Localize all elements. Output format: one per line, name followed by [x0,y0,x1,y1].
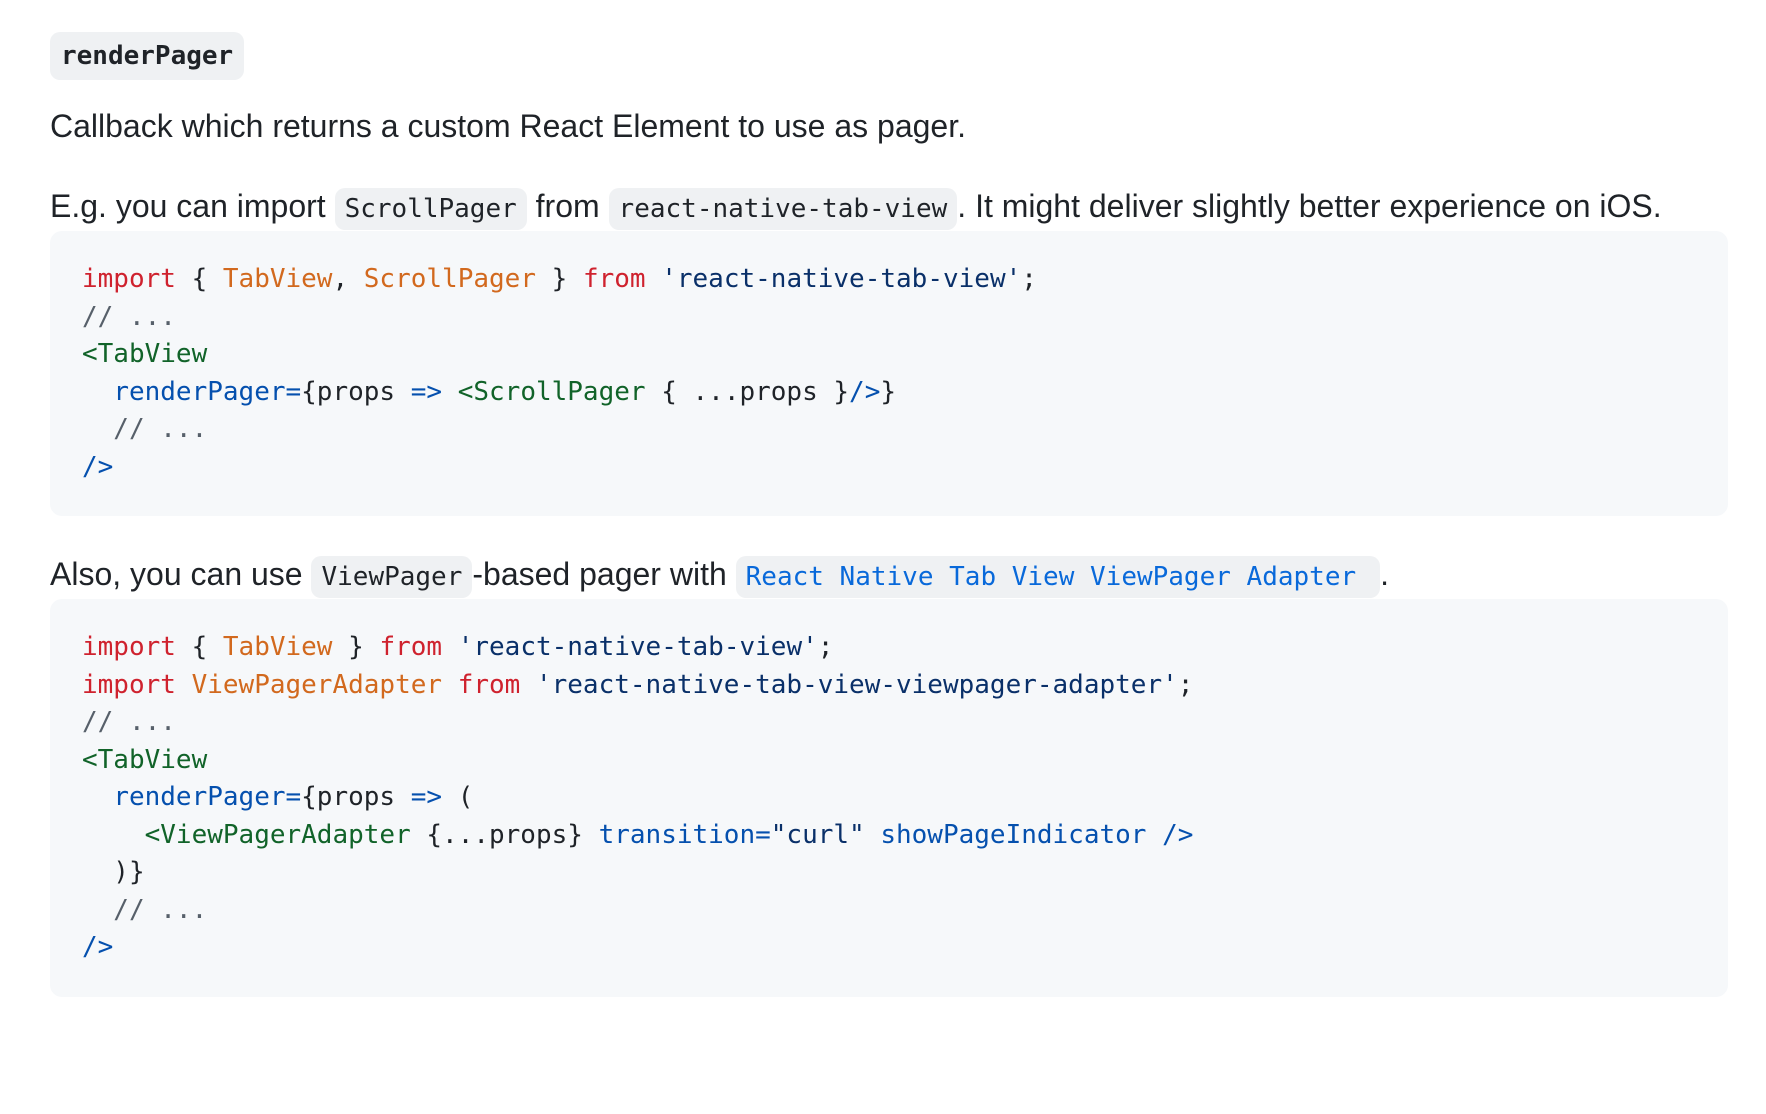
code-token [82,820,145,850]
description-paragraph: Callback which returns a custom React El… [50,104,1726,148]
code-token: TabView [222,264,333,294]
code-token [442,377,458,407]
code-token [442,632,458,662]
code-comment: // ... [82,414,208,444]
code-token: /> [82,932,114,962]
example-text-3: . It might deliver slightly better exper… [957,188,1662,224]
code-token: transition= [598,819,771,850]
description-text: Callback which returns a custom React El… [50,108,966,144]
code-token: { ...props } [645,376,850,407]
code-token: <ViewPagerAdapter [144,819,411,850]
code-token: ; [1021,264,1037,294]
code-token: <TabView [82,339,208,369]
inline-code-viewpager: ViewPager [311,556,473,598]
code-token: 'react-native-tab-view-viewpager-adapter… [535,669,1178,700]
code-token: ViewPagerAdapter [191,669,443,700]
inline-code-scrollpager: ScrollPager [334,188,527,230]
doc-section: renderPager Callback which returns a cus… [50,32,1728,997]
code-token: showPageIndicator [880,819,1147,850]
code-token: "curl" [770,819,865,850]
code-token [520,670,536,700]
code-token: } [880,376,897,407]
code-token [442,670,458,700]
code-token: { [175,264,223,294]
code-token: ScrollPager [363,264,536,294]
code-block-scrollpager[interactable]: import { TabView, ScrollPager } from 're… [50,231,1728,516]
code-token: ; [1177,669,1194,700]
code-token: , [332,264,364,294]
code-token: import [82,669,176,700]
code-token [176,670,192,700]
code-token: ( [442,782,474,812]
code-token: {...props} [410,819,599,850]
code-block-viewpager-adapter[interactable]: import { TabView } from 'react-native-ta… [50,599,1728,997]
code-token: from [457,669,521,700]
code-comment: // ... [82,707,176,737]
code-token: from [379,632,443,662]
code-token: 'react-native-tab-view' [457,632,818,662]
code-token: {props [301,376,411,407]
code-comment: // ... [82,894,208,925]
adapter-text-3: . [1380,556,1390,592]
code-token: TabView [222,632,333,662]
code-token: /> [1146,819,1194,850]
code-token: )} [82,857,145,887]
code-token: /> [82,451,114,482]
adapter-text-2: -based pager with [472,556,736,592]
code-token: 'react-native-tab-view' [661,264,1022,294]
code-token: <ScrollPager [457,376,646,407]
code-token: => [410,376,443,407]
code-token: renderPager= [113,376,302,407]
code-token: => [410,782,443,812]
adapter-paragraph: Also, you can use ViewPager-based pager … [50,552,1726,599]
example-paragraph: E.g. you can import ScrollPager from rea… [50,184,1726,231]
inline-code-package: react-native-tab-view [608,188,958,230]
code-comment: // ... [82,301,176,332]
code-token: renderPager= [113,782,302,812]
adapter-link[interactable]: React Native Tab View ViewPager Adapter [735,556,1381,598]
code-token: } [535,264,583,294]
code-token: {props [301,782,411,812]
example-text-2: from [526,188,609,224]
code-token [646,264,662,294]
code-token: { [175,632,223,662]
code-token: } [332,632,380,662]
code-token [865,820,881,850]
code-token: <TabView [82,744,208,775]
code-token [82,782,113,812]
code-token [82,377,113,407]
code-token: /> [849,376,881,407]
example-text-1: E.g. you can import [50,188,335,224]
section-heading: renderPager [50,32,245,80]
code-token: ; [817,632,834,662]
adapter-text-1: Also, you can use [50,556,312,592]
code-token: import [82,632,176,662]
code-token: from [582,264,646,294]
code-token: import [82,264,176,294]
